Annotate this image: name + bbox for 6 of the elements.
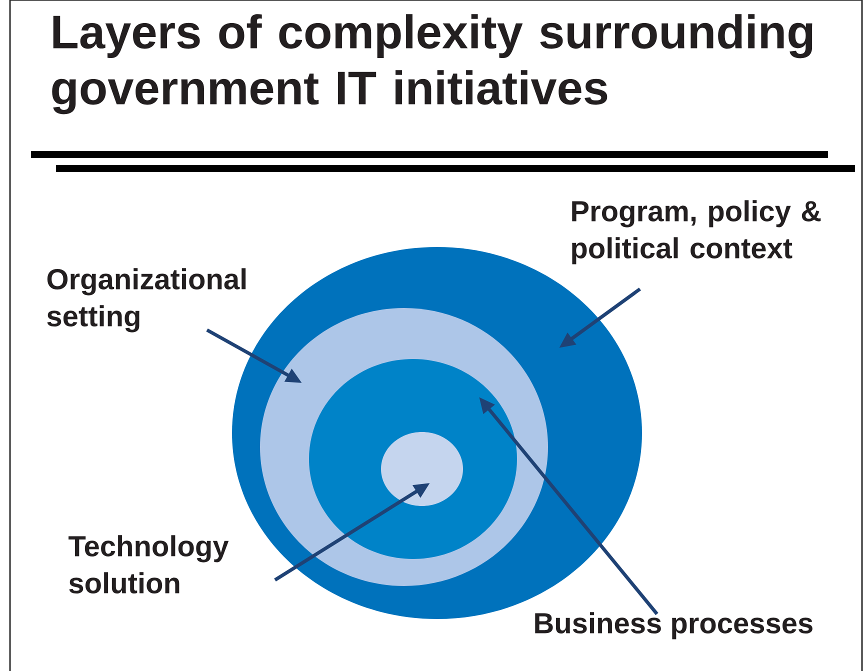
title: Layers of complexity surrounding government IT initiatives [52,14,812,114]
ellipse [381,432,463,506]
label: Business processes [535,612,812,640]
label: Program, policy & political context [572,200,821,264]
label: Organizational setting [47,268,246,332]
label: Technology solution [68,535,229,594]
